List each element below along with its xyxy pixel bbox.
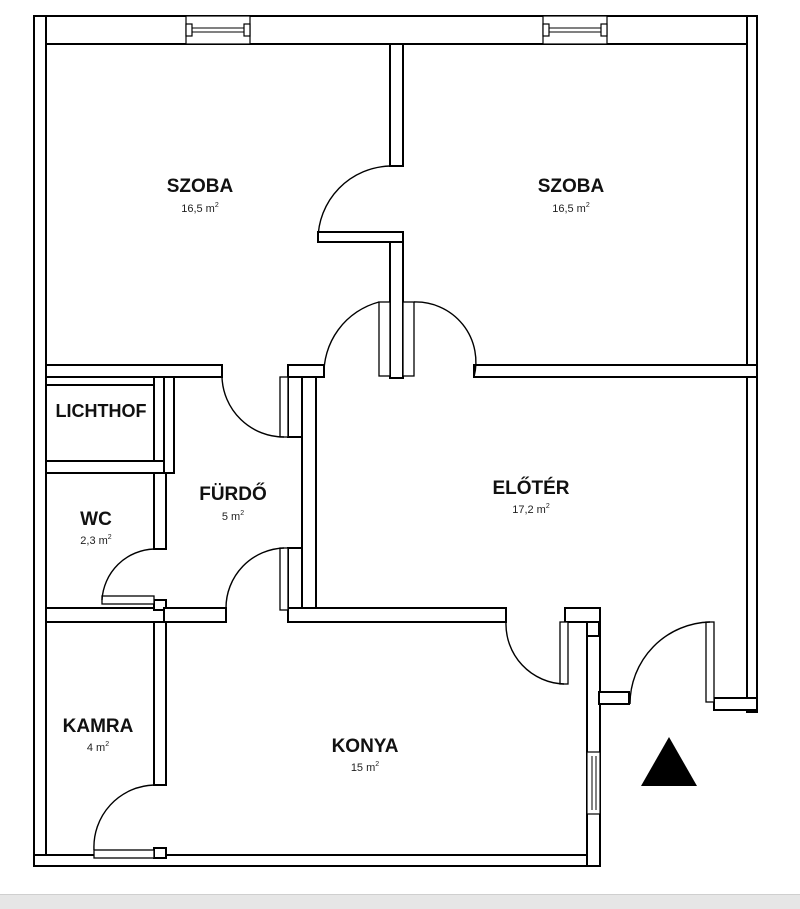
room-name: FÜRDŐ xyxy=(199,483,267,505)
room-partition-lower xyxy=(389,241,404,379)
room-area: 15 m2 xyxy=(351,761,379,774)
room-furdo: FÜRDŐ 5 m2 xyxy=(199,483,267,523)
lichthof-top xyxy=(45,376,155,386)
rooms-bottom-wall-left xyxy=(45,364,223,378)
kamra-door-stub xyxy=(153,847,167,859)
outer-wall-left xyxy=(33,15,47,867)
furdo-bottom-wall xyxy=(163,607,227,623)
room-area: 5 m2 xyxy=(222,510,244,523)
window-room-right xyxy=(542,15,608,45)
wc-door-stub xyxy=(153,599,167,611)
rooms-bottom-wall-right xyxy=(473,364,758,378)
room-name: WC xyxy=(80,509,112,530)
room-area: 4 m2 xyxy=(87,741,109,754)
doors xyxy=(93,165,715,859)
footer-bar xyxy=(0,894,800,909)
lichthof-bottom xyxy=(45,460,165,474)
wc-right-wall xyxy=(153,472,167,550)
window-kitchen xyxy=(586,751,601,815)
kitchen-top-wall-right xyxy=(564,607,601,623)
room-area: 2,3 m2 xyxy=(80,534,112,547)
walls xyxy=(33,15,758,867)
room-partition-upper xyxy=(389,43,404,167)
room-name: LICHTHOF xyxy=(56,401,147,421)
room-area: 17,2 m2 xyxy=(512,503,550,516)
room-konya: KONYA 15 m2 xyxy=(332,736,399,774)
door-between-rooms xyxy=(317,165,391,241)
room-lichthof: LICHTHOF xyxy=(56,401,147,421)
room-wc: WC 2,3 m2 xyxy=(80,509,112,547)
kamra-right-wall xyxy=(153,621,167,786)
outer-wall-top xyxy=(33,15,758,45)
window-room-left xyxy=(185,15,251,45)
door-kitchen-to-hall xyxy=(505,621,569,685)
room-area: 16,5 m2 xyxy=(552,202,590,215)
room-name: KONYA xyxy=(332,736,399,757)
door-kamra xyxy=(93,784,155,859)
room-name: SZOBA xyxy=(167,176,234,197)
room-area: 16,5 m2 xyxy=(181,202,219,215)
hall-left-wall xyxy=(301,376,317,610)
room-name: ELŐTÉR xyxy=(492,477,569,499)
door-entrance xyxy=(629,621,715,705)
outer-wall-right-stub xyxy=(713,697,758,711)
room-eloter: ELŐTÉR 17,2 m2 xyxy=(492,477,569,516)
room-name: SZOBA xyxy=(538,176,605,197)
room-name: KAMRA xyxy=(63,716,134,737)
kitchen-right-wall xyxy=(586,607,601,867)
door-room-right-to-hall xyxy=(402,301,477,378)
windows xyxy=(185,15,608,815)
wc-bottom-wall xyxy=(45,607,167,623)
furdo-right-wall-upper xyxy=(287,376,303,438)
door-furdo xyxy=(221,376,289,438)
room-szoba-right: SZOBA 16,5 m2 xyxy=(538,176,605,215)
entrance-triangle-icon xyxy=(641,737,697,786)
lichthof-right xyxy=(153,376,165,462)
furdo-left-wall xyxy=(163,376,175,474)
room-partition-step xyxy=(317,231,404,243)
door-furdo-to-kitchen xyxy=(225,547,289,611)
kitchen-top-wall xyxy=(287,607,507,623)
room-szoba-left: SZOBA 16,5 m2 xyxy=(167,176,234,215)
entrance-jamb-stub xyxy=(598,691,630,705)
rooms-bottom-wall-mid xyxy=(287,364,325,378)
door-room-left-to-hall xyxy=(323,301,391,378)
door-wc xyxy=(101,548,155,605)
room-kamra: KAMRA 4 m2 xyxy=(63,716,134,754)
